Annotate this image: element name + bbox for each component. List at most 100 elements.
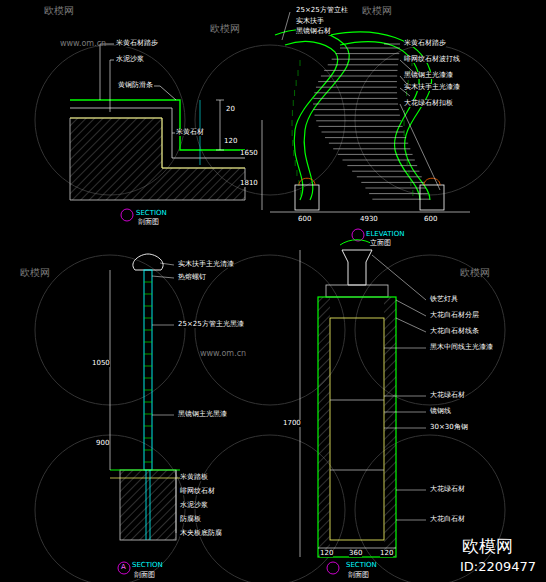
- watermark: 欧模网: [210, 24, 240, 34]
- stroke: [292, 130, 293, 136]
- stroke: [144, 402, 152, 403]
- callout-label: 米黄石材踏步: [116, 40, 158, 47]
- stroke: [144, 294, 152, 295]
- dimension: 600: [298, 216, 311, 223]
- watermark: 欧模网: [462, 538, 513, 555]
- stroke: [144, 342, 152, 343]
- stroke: [144, 318, 152, 319]
- dimension: 900: [96, 440, 109, 447]
- callout-label: 铁艺灯具: [430, 296, 458, 303]
- stroke: [298, 70, 299, 76]
- stroke: [325, 137, 406, 138]
- stroke: [408, 170, 409, 176]
- stroke: [372, 199, 429, 200]
- stroke: [328, 64, 398, 65]
- stroke: [292, 140, 293, 146]
- callout-label: 25×25方管主光黑漆: [178, 321, 244, 328]
- stroke: [300, 190, 301, 196]
- dimension: 120: [380, 550, 393, 557]
- callout-label: ELEVATION: [366, 231, 404, 238]
- callout-label: 大花绿石材: [430, 392, 465, 399]
- callout-label: SECTION: [136, 210, 167, 217]
- stroke: [314, 115, 399, 116]
- callout-label: 米黄踏板: [180, 474, 208, 481]
- stroke: [296, 170, 297, 176]
- stroke: [361, 182, 424, 183]
- callout-label: SECTION: [346, 562, 377, 569]
- stroke: [300, 60, 301, 66]
- callout-label: 大花绿石材扣板: [404, 100, 453, 107]
- stroke: [144, 354, 152, 355]
- callout-label: 30×30角钢: [430, 424, 468, 431]
- stroke: [404, 120, 405, 126]
- newel-post-section: [300, 240, 426, 574]
- stroke: [144, 282, 152, 283]
- callout-label: 黑镜钢石材: [296, 28, 331, 35]
- stroke: [144, 366, 152, 367]
- stair-elevation: [262, 12, 470, 241]
- stroke: [316, 120, 401, 121]
- callout-label: 实木扶手主光漆漆: [404, 84, 460, 91]
- stroke: [338, 154, 413, 155]
- dimension: 120: [224, 138, 237, 145]
- stroke: [144, 462, 152, 463]
- callout-label: www.om.cn: [200, 350, 246, 358]
- callout-label: 大花白石材: [430, 516, 465, 523]
- callout-label: 剖面图: [348, 572, 369, 579]
- stroke: [293, 150, 294, 156]
- stroke: [144, 330, 152, 331]
- callout-label: 热熔螺钉: [178, 274, 206, 281]
- stroke: [322, 132, 405, 133]
- callout-label: 大花白石材线条: [430, 328, 479, 335]
- stroke: [316, 87, 397, 88]
- stroke: [407, 160, 408, 166]
- stroke: [293, 100, 294, 106]
- stroke: [144, 426, 152, 427]
- stroke: [294, 90, 295, 96]
- stroke: [357, 176, 422, 177]
- stroke: [405, 150, 406, 156]
- watermark: 欧模网: [44, 6, 74, 16]
- stroke: [313, 109, 398, 110]
- stroke: [144, 450, 152, 451]
- callout-label: 大花绿石材: [430, 486, 465, 493]
- stroke: [332, 59, 399, 60]
- callout-label: 实木扶手主光清漆: [178, 261, 234, 268]
- callout-label: 黑镜钢主光黑漆: [178, 411, 227, 418]
- callout-label: 实木扶手: [296, 18, 324, 25]
- stroke: [347, 165, 417, 166]
- callout-label: 米黄石材踏步: [404, 40, 446, 47]
- dimension: 1050: [92, 360, 110, 367]
- callout-label: 大花白石材分层: [430, 312, 479, 319]
- stroke: [404, 140, 405, 146]
- callout-label: 立面图: [370, 240, 391, 247]
- stroke: [295, 160, 296, 166]
- watermark: ID:2209477: [460, 560, 536, 573]
- callout-label: A: [121, 564, 126, 571]
- step-section: [70, 44, 245, 221]
- stroke: [318, 81, 397, 82]
- callout-label: 黄铜防滑条: [118, 82, 153, 89]
- stroke: [340, 48, 400, 49]
- watermark: 欧模网: [20, 268, 50, 278]
- callout-label: 米黄石材: [176, 129, 204, 136]
- stroke: [369, 193, 428, 194]
- dimension: 1650: [240, 150, 258, 157]
- stroke: [144, 438, 152, 439]
- baluster-section: [110, 254, 180, 574]
- callout-label: 啡网纹石材: [180, 488, 215, 495]
- stroke: [296, 80, 297, 86]
- dimension: 120: [320, 550, 333, 557]
- stroke: [365, 188, 426, 189]
- callout-label: 剖面图: [134, 572, 155, 579]
- dimension: 600: [424, 216, 437, 223]
- stroke: [144, 390, 152, 391]
- callout-label: www.om.cn: [60, 40, 106, 48]
- stroke: [313, 98, 397, 99]
- callout-label: 剖面图: [138, 219, 159, 226]
- dimension: 4930: [360, 216, 378, 223]
- stroke: [292, 120, 293, 126]
- callout-label: 水泥沙浆: [116, 56, 144, 63]
